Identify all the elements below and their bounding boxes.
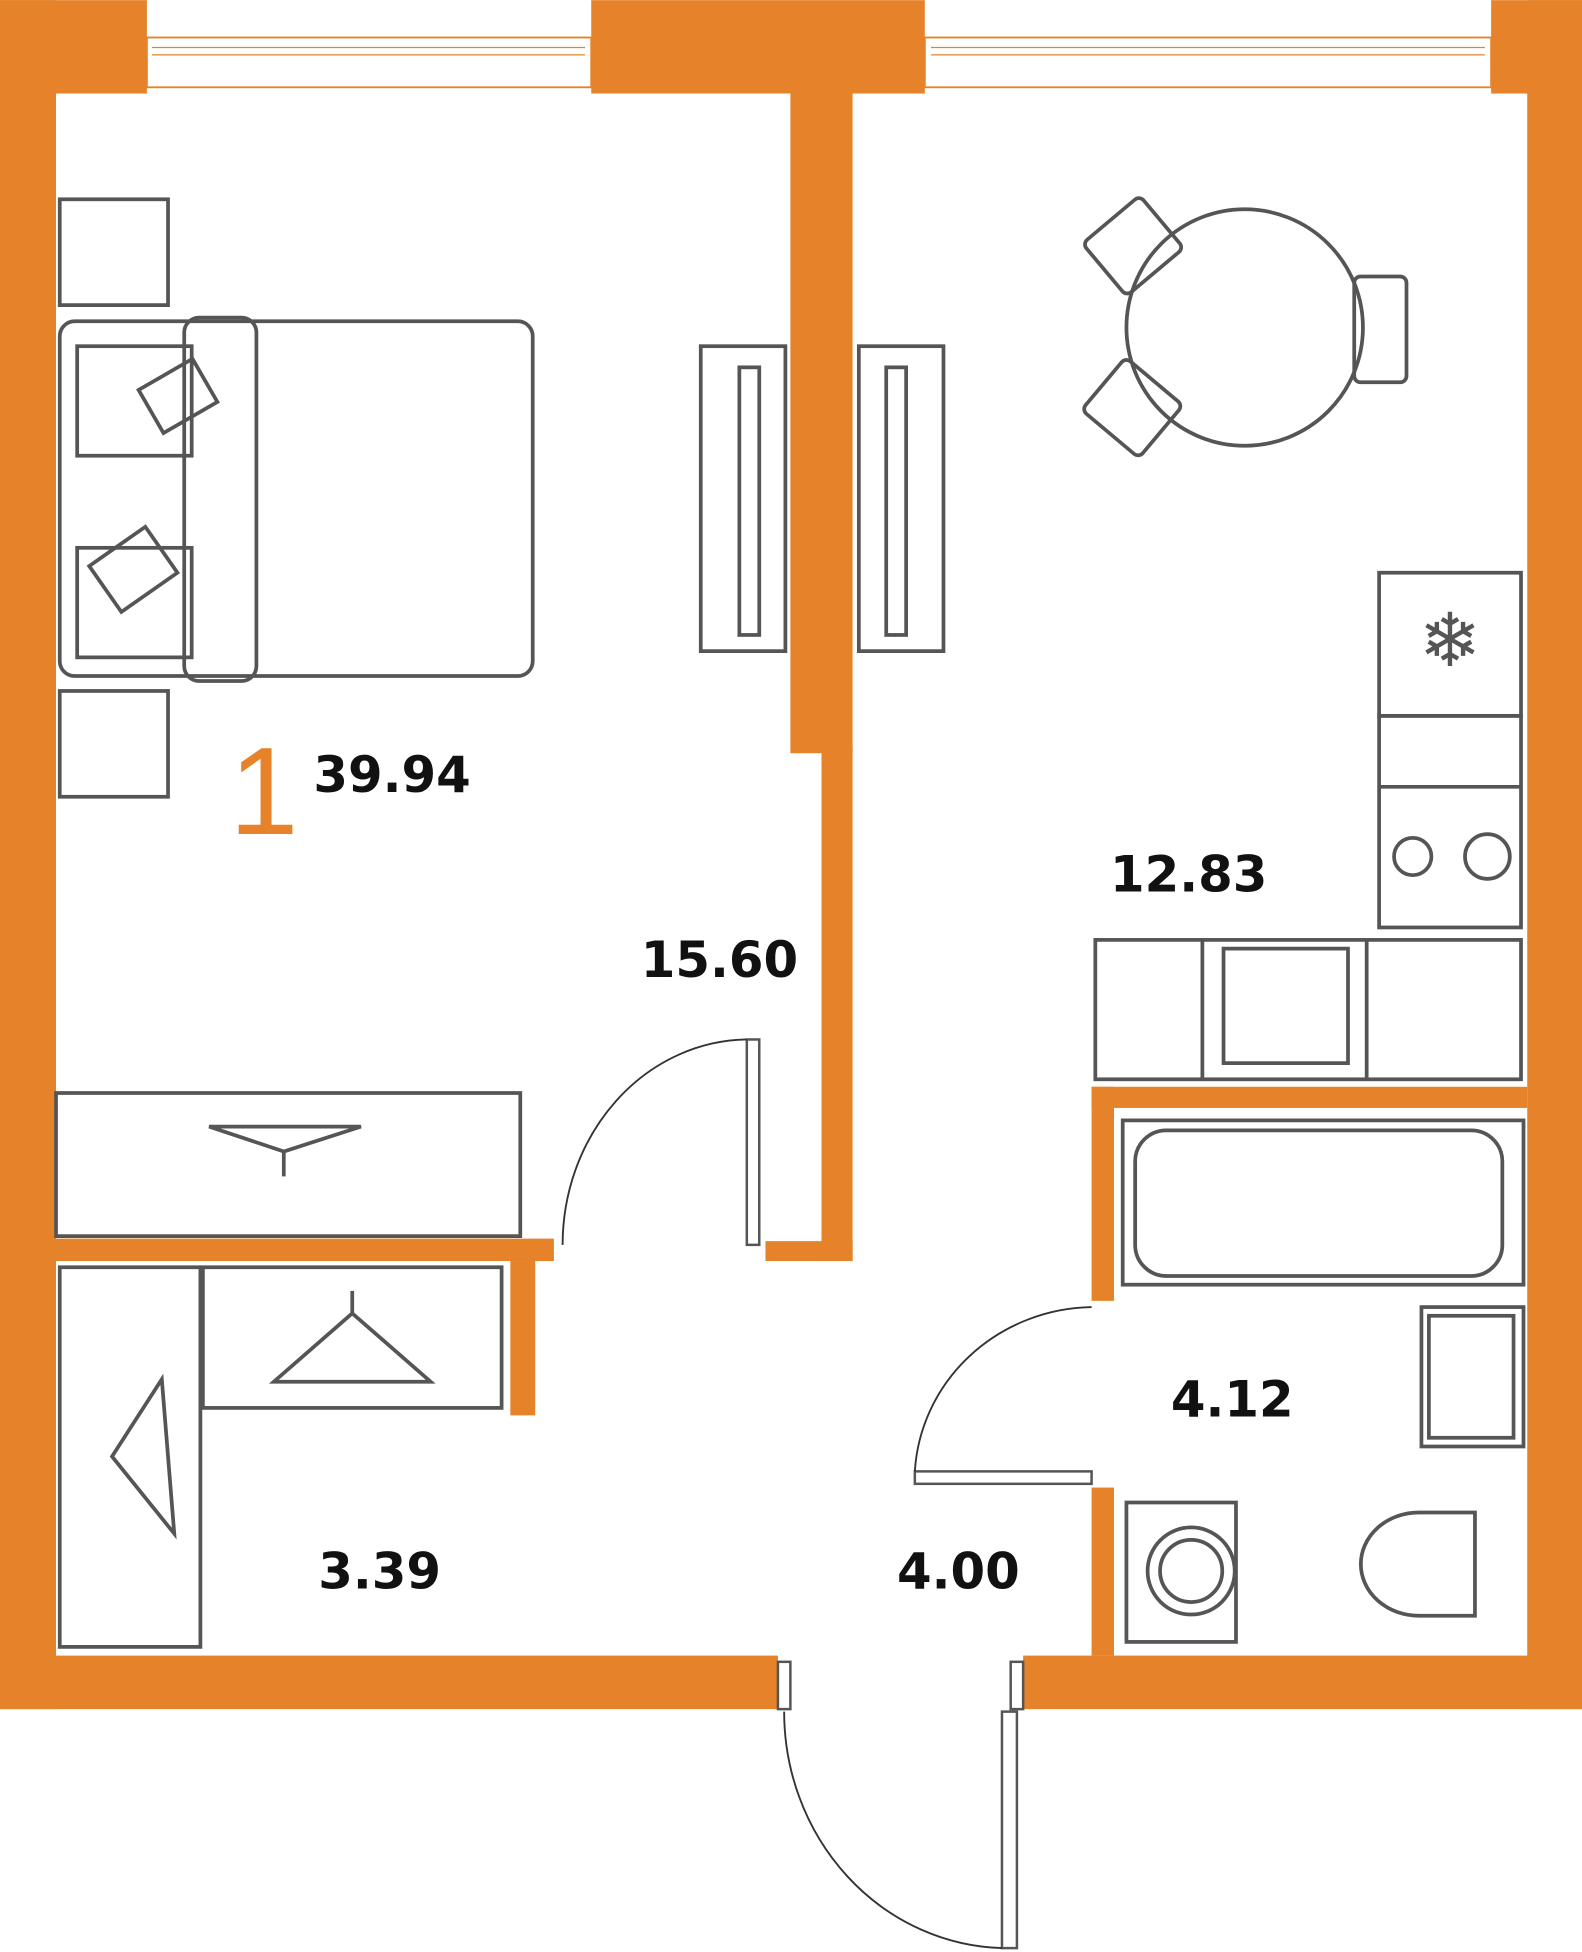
tv-units (698, 344, 946, 654)
rooms-count: 1 (229, 722, 298, 861)
bathroom-area: 4.12 (1171, 1371, 1294, 1429)
bedroom-area: 15.60 (641, 931, 798, 989)
windows (145, 36, 1493, 89)
labels: 1 39.94 15.60 12.83 4.12 3.39 4.00 (229, 722, 1293, 1600)
dining-table (1082, 196, 1409, 458)
kitchen-units: ❄ (1093, 570, 1523, 1082)
total-area: 39.94 (313, 746, 470, 804)
bathroom-fixtures (1120, 1118, 1526, 1644)
wardrobes (54, 1091, 523, 1649)
doors (561, 1038, 1093, 1950)
hall-area: 4.00 (897, 1542, 1020, 1600)
walls (0, 0, 1582, 1710)
bed (57, 197, 535, 799)
kitchen-area: 12.83 (1110, 845, 1267, 903)
wardrobe-area: 3.39 (318, 1542, 441, 1600)
snowflake-icon: ❄ (1419, 600, 1482, 683)
